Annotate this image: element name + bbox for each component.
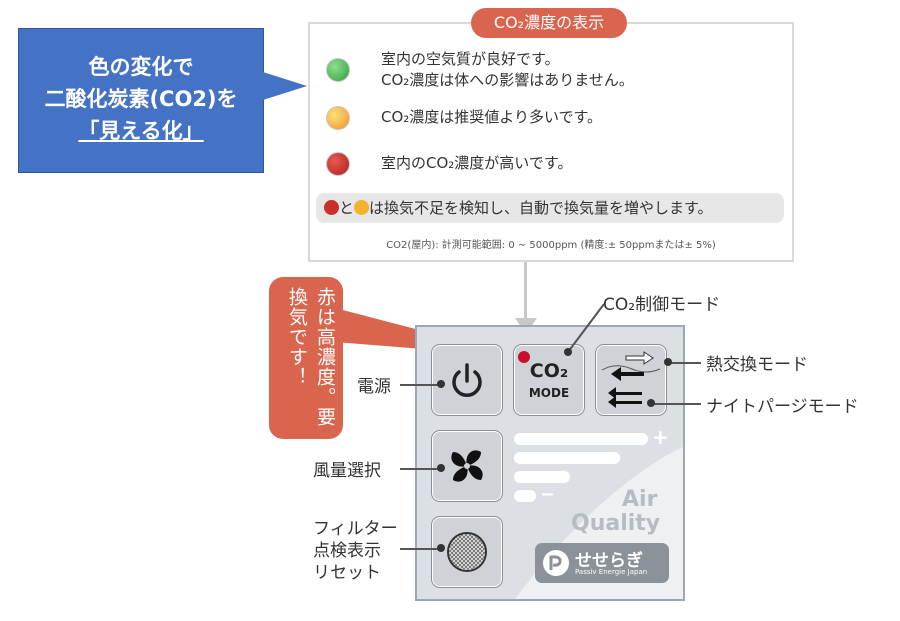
heat-exchange-label: 熱交換モード [706,355,808,375]
power-label: 電源 [357,377,391,397]
filter-icon [447,532,487,572]
high-concentration-callout: 赤は高濃度。要換気です！ [269,277,343,439]
power-leader [400,384,440,386]
legend-row-high: 室内のCO₂濃度が高いです。 [381,154,573,172]
power-leader-dot [437,380,445,388]
filter-reset-label: フィルター 点検表示 リセット [313,518,398,584]
control-panel: CO₂ MODE [415,325,685,601]
fan-level-bar-2 [514,471,570,483]
brand-name: せせらぎ [575,551,643,571]
power-button[interactable] [432,345,502,415]
legend-row-good-line1: 室内の空気質が良好です。 [381,50,560,68]
airflow-label: 風量選択 [313,461,381,481]
filter-reset-button[interactable] [432,517,502,587]
legend-row-good: 室内の空気質が良好です。 CO₂濃度は体への影響はありません。 [381,49,634,91]
power-icon [452,363,482,397]
brand-subtitle: Passiv Energie Japan [575,568,648,576]
fan-level-bar-3 [514,452,620,464]
connector-line [524,262,527,320]
filter-label-line3: リセット [313,563,381,583]
night-purge-leader-dot [647,399,655,407]
high-concentration-text: 赤は高濃度。要換気です！ [286,287,336,427]
co2-mode-leader [564,303,605,356]
heat-exchange-leader-dot [664,358,672,366]
fan-icon [451,450,483,482]
filter-label-line2: 点検表示 [313,541,381,561]
measurement-range-note: CO2(屋内): 計測可能範囲: 0 ~ 5000ppm (精度:± 50ppm… [386,240,716,251]
callout-line-2: 二酸化炭素(CO2)を [44,87,238,111]
yellow-small-dot-icon [354,200,370,215]
brand-logo: せせらぎ Passiv Energie Japan [535,543,669,583]
notice-and: と [339,199,355,217]
plus-label: + [652,425,669,449]
night-purge-label: ナイトパージモード [706,397,859,417]
notice-text: は換気不足を検知し、自動で換気量を増やします。 [369,199,713,217]
filter-label-line1: フィルター [313,519,398,539]
logo-mark-icon [543,550,569,576]
callout-pointer [263,72,307,100]
minus-label: − [540,484,556,505]
airflow-leader [400,468,440,470]
green-dot-icon [326,58,350,82]
red-small-dot-icon [324,200,339,215]
fan-level-bar-4 [514,433,648,445]
ventilation-mode-button[interactable] [596,345,666,415]
legend-row-good-line2: CO₂濃度は体への影響はありません。 [381,71,634,89]
co2-mode-label: CO₂制御モード [603,295,721,315]
callout-line-1: 色の変化で [88,55,194,79]
night-purge-leader [650,403,701,405]
airflow-arrows-icon [601,351,661,408]
legend-row-elevated: CO₂濃度は推奨値より多いです。 [381,108,603,126]
red-dot-icon [326,152,350,176]
auto-ventilation-notice: とは換気不足を検知し、自動で換気量を増やします。 [316,193,784,223]
heat-exchange-leader [667,362,701,364]
brand-word-quality: Quality [571,511,661,536]
co2-indicator-led [518,351,530,363]
color-change-callout: 色の変化で 二酸化炭素(CO2)を 「見える化」 [18,28,264,173]
brand-word-air: Air [622,487,658,512]
airflow-leader-dot [437,464,445,472]
filter-leader [400,548,440,550]
filter-leader-dot [437,544,445,552]
co2-label: CO₂ [529,360,569,382]
mode-label: MODE [528,386,570,400]
yellow-dot-icon [326,106,350,130]
fan-level-bar-1 [514,490,536,502]
legend-title: CO₂濃度の表示 [471,8,627,38]
callout-line-3: 「見える化」 [78,119,204,143]
